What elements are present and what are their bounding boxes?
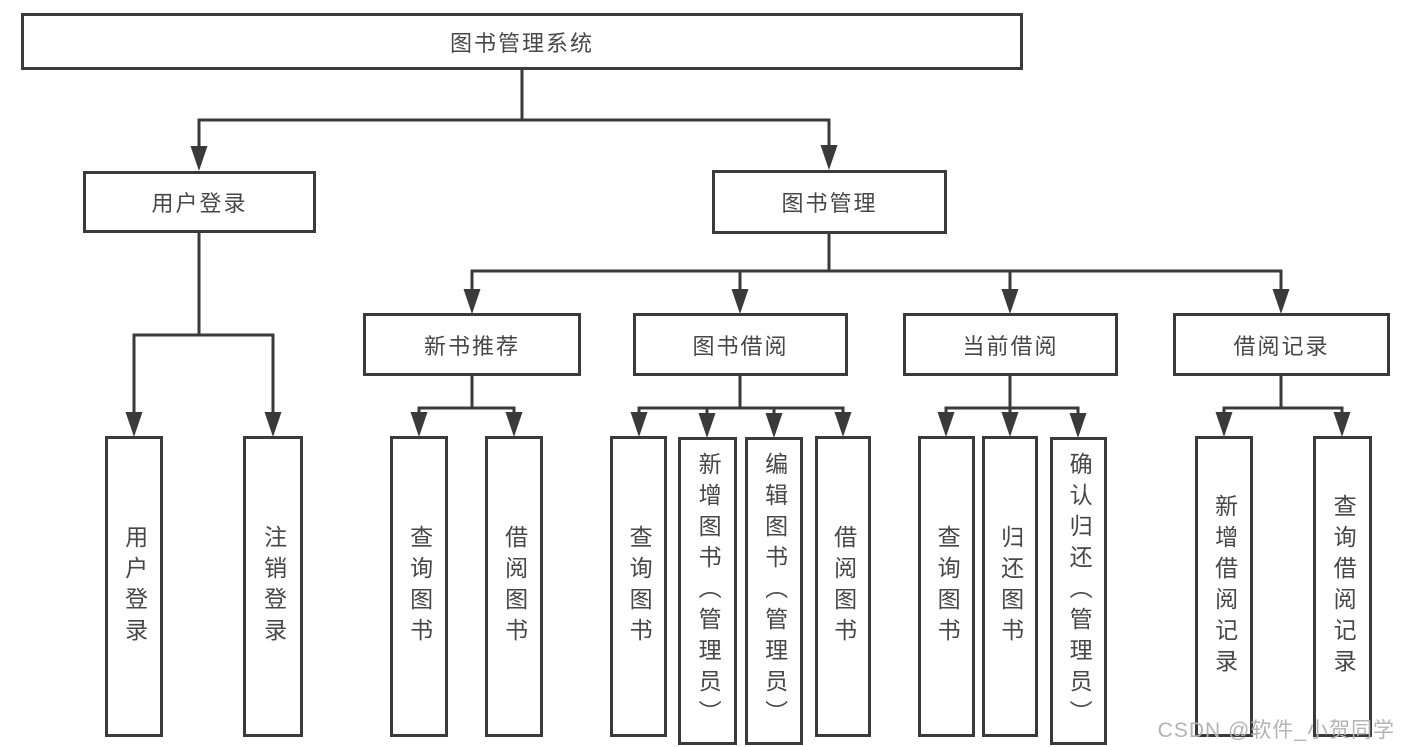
node-label: 当前借阅 (962, 333, 1059, 359)
node-book-borrowing: 图书借阅 (633, 313, 848, 376)
leaf-query-books-current: 查询图书 (918, 436, 975, 737)
leaf-label: 归还图书 (997, 524, 1024, 649)
leaf-label: 新增借阅记录 (1211, 493, 1238, 680)
node-book-management: 图书管理 (712, 170, 947, 234)
leaf-label: 借阅图书 (501, 524, 528, 649)
leaf-add-borrow-record: 新增借阅记录 (1195, 436, 1253, 737)
node-new-book-recommend: 新书推荐 (363, 313, 581, 376)
leaf-edit-book-admin: 编辑图书（管理员） (745, 437, 803, 745)
csdn-watermark: CSDN @软件_小贺同学 (1157, 719, 1395, 742)
leaf-label: 查询图书 (934, 524, 961, 649)
leaf-label: 查询借阅记录 (1330, 493, 1357, 680)
leaf-label: 确认归还（管理员） (1066, 451, 1093, 731)
node-current-borrowing: 当前借阅 (903, 313, 1118, 376)
node-label: 新书推荐 (423, 333, 520, 359)
leaf-query-borrow-record: 查询借阅记录 (1313, 436, 1372, 737)
node-borrow-records: 借阅记录 (1173, 313, 1390, 376)
leaf-query-books-borrowing: 查询图书 (610, 436, 667, 737)
leaf-confirm-return-admin: 确认归还（管理员） (1050, 437, 1107, 745)
leaf-return-book: 归还图书 (982, 436, 1038, 737)
node-user-login: 用户登录 (83, 171, 316, 233)
leaf-borrow-books-borrowing: 借阅图书 (815, 436, 871, 737)
node-label: 用户登录 (151, 191, 248, 216)
leaf-label: 查询图书 (626, 524, 653, 649)
leaf-label: 查询图书 (406, 524, 433, 649)
leaf-add-book-admin: 新增图书（管理员） (678, 437, 737, 745)
node-label: 图书管理 (781, 191, 878, 216)
leaf-label: 借阅图书 (830, 524, 857, 649)
leaf-label: 注销登录 (260, 524, 287, 649)
leaf-borrow-books-recommend: 借阅图书 (485, 436, 543, 737)
node-library-management-system: 图书管理系统 (21, 13, 1023, 70)
node-label: 借阅记录 (1233, 333, 1330, 359)
leaf-label: 新增图书（管理员） (695, 451, 722, 731)
leaf-logout: 注销登录 (243, 436, 303, 737)
leaf-label: 用户登录 (121, 524, 148, 649)
leaf-user-login: 用户登录 (105, 436, 163, 737)
node-label: 图书管理系统 (449, 30, 594, 56)
node-label: 图书借阅 (692, 333, 789, 359)
leaf-query-books-recommend: 查询图书 (390, 436, 448, 737)
leaf-label: 编辑图书（管理员） (761, 451, 788, 731)
